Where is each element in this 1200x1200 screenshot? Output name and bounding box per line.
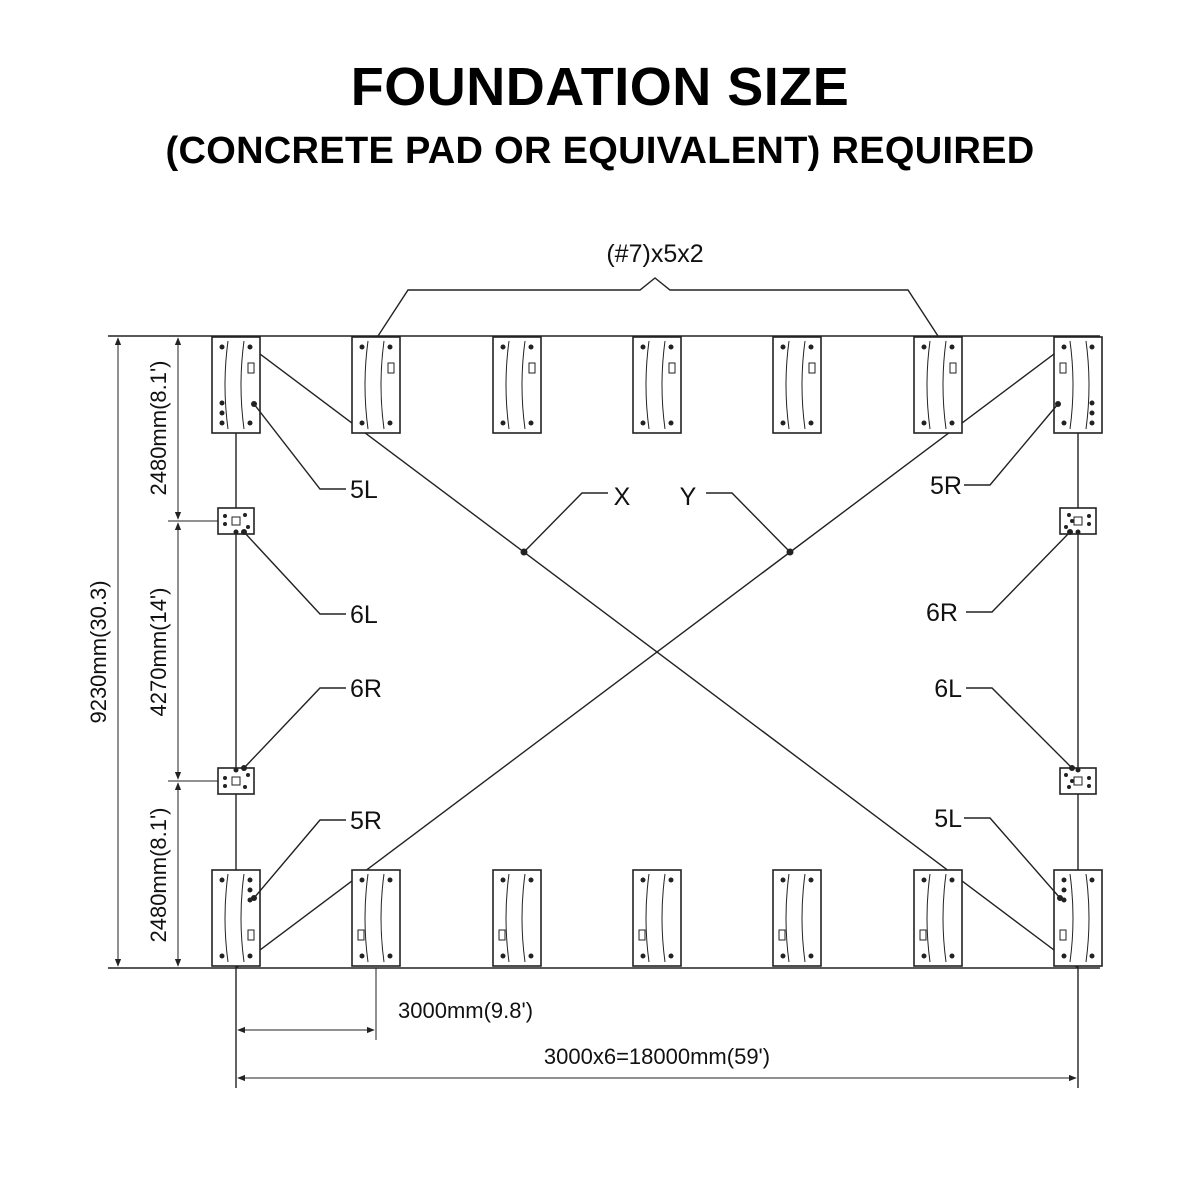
corner-pad-top-right [1053,336,1103,434]
side-plate-right-upper [1059,507,1097,535]
leader-right-upper-mid [966,531,1071,613]
side-plate-left-lower [217,767,255,795]
label-right-upper-mid: 6R [926,599,958,627]
foundation-outline [108,335,1100,1088]
dim-total-width: 3000x6=18000mm(59') [544,1044,770,1069]
top-pad-row [211,336,1103,434]
label-left-top-corner: 5L [350,476,378,504]
label-right-lower-mid: 6L [934,675,962,703]
dim-bottom-segment: 2480mm(8.1') [146,807,171,942]
side-plate-left-upper [217,507,255,535]
leader-left-bottom [253,819,346,899]
foundation-pad [772,336,822,434]
leader-right-lower-mid [966,687,1073,769]
foundation-pad [913,869,963,967]
foundation-pad [492,336,542,434]
page-subtitle: (CONCRETE PAD OR EQUIVALENT) REQUIRED [165,130,1035,172]
foundation-pad [913,336,963,434]
corner-pad-top-left [211,336,261,434]
foundation-pad [492,869,542,967]
group-bracket [377,277,939,337]
foundation-pad [772,869,822,967]
foundation-pad [351,869,401,967]
horizontal-dimensions [237,968,1077,1082]
corner-pad-bottom-left [211,869,261,967]
foundation-pad [351,336,401,434]
dim-total-height: 9230mm(30.3) [86,580,111,723]
page-title: FOUNDATION SIZE [350,57,850,117]
side-plates [217,507,1097,795]
corner-pad-bottom-right [1053,869,1103,967]
dim-middle-segment: 4270mm(14') [146,588,171,717]
foundation-pad [632,336,682,434]
dim-top-segment: 2480mm(8.1') [146,360,171,495]
label-left-upper-mid: 6L [350,601,378,629]
leader-right-top [964,403,1059,486]
leader-right-bottom [964,817,1061,899]
leader-y [706,492,791,553]
leader-left-top [253,403,346,490]
label-right-bottom-corner: 5L [934,805,962,833]
label-y: Y [680,483,697,511]
vertical-dimensions [114,337,218,967]
label-left-lower-mid: 6R [350,675,382,703]
foundation-pad [632,869,682,967]
label-right-top-corner: 5R [930,472,962,500]
bottom-pad-row [211,869,1103,967]
group-count-label: (#7)x5x2 [606,240,703,268]
side-plate-right-lower [1059,767,1097,795]
diagonal-y [235,335,1079,969]
label-left-bottom-corner: 5R [350,807,382,835]
leader-left-upper-mid [243,531,346,615]
leader-x [523,492,608,553]
dim-bay-width: 3000mm(9.8') [398,998,533,1023]
label-x: X [614,483,631,511]
leader-left-lower-mid [243,687,346,769]
